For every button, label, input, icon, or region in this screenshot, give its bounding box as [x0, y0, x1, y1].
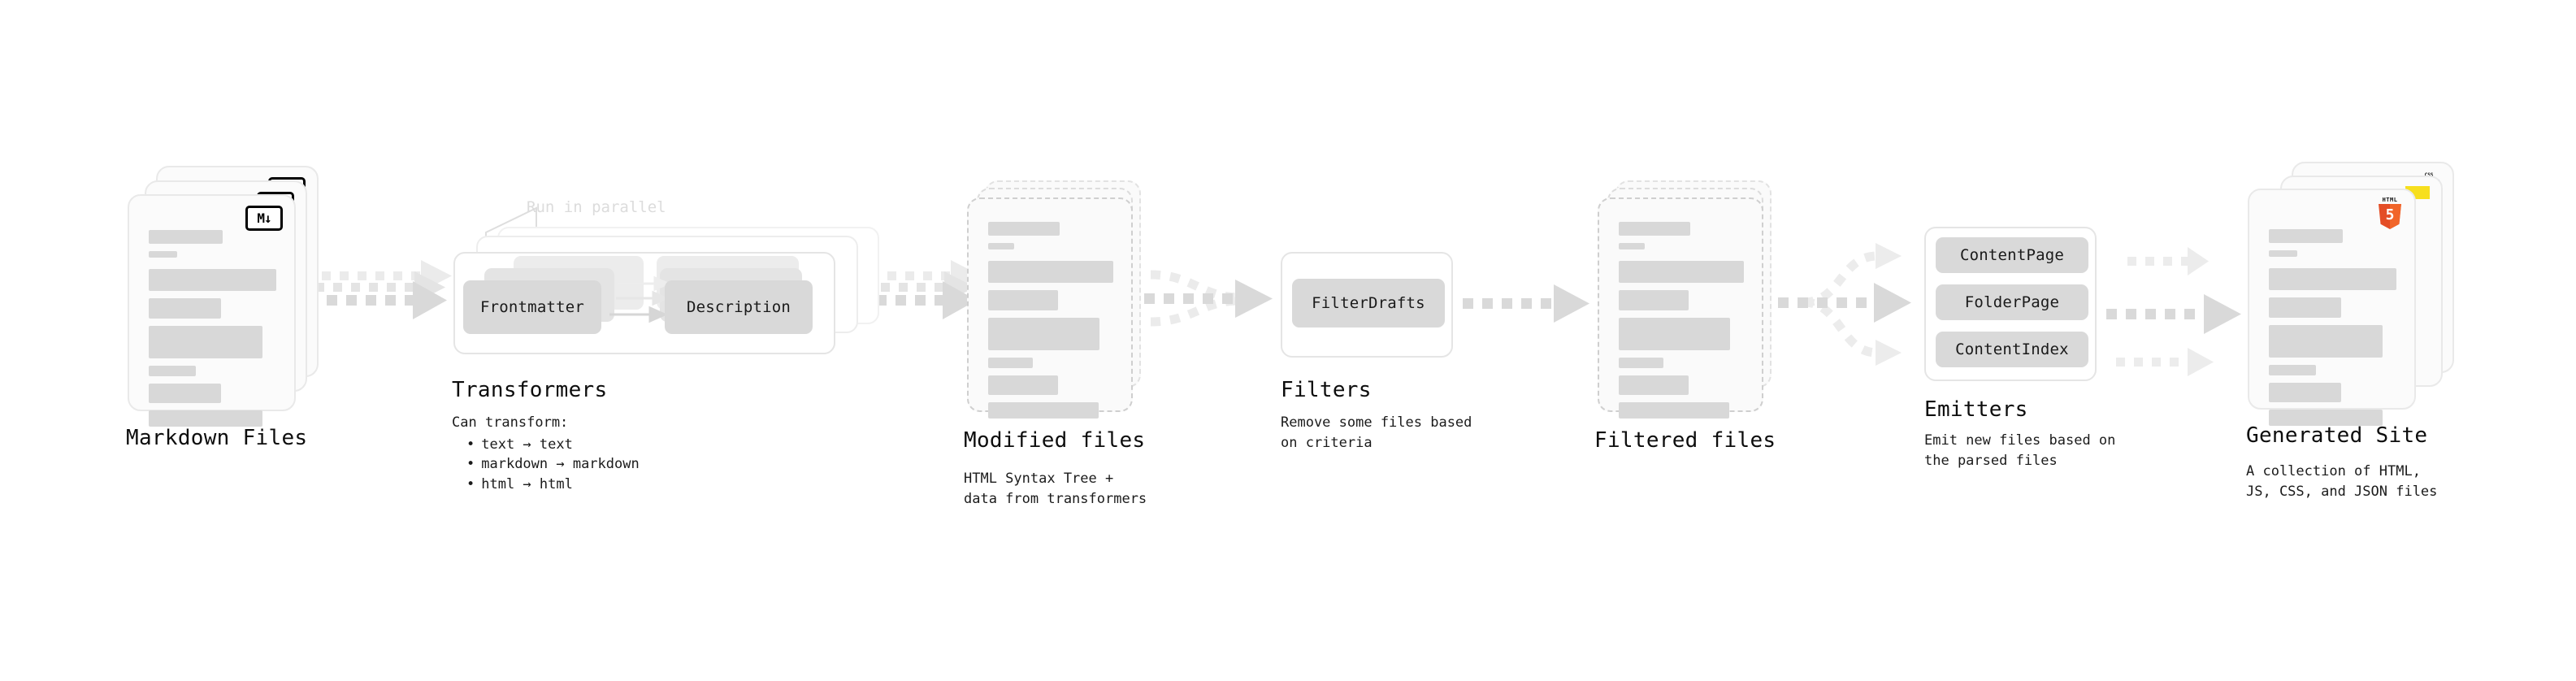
filter-chip-filterdrafts[interactable]: FilterDrafts — [1292, 279, 1445, 327]
skeleton-bar — [149, 230, 223, 244]
emitter-chip-contentpage[interactable]: ContentPage — [1936, 237, 2088, 273]
css-badge-label: CSS — [2425, 173, 2434, 178]
connector-filtered-to-emitters — [1778, 243, 1911, 366]
file-skeleton — [2269, 229, 2396, 433]
modified-file-card-front — [967, 197, 1133, 419]
file-skeleton — [1619, 222, 1744, 426]
skeleton-bar — [2269, 268, 2396, 290]
run-in-parallel-label: Run in parallel — [527, 198, 666, 216]
skeleton-bar — [1619, 402, 1729, 419]
stage-description-emitters: Emit new files based on the parsed files — [1924, 432, 2116, 469]
transformers-bullet: text → text — [466, 435, 640, 455]
skeleton-bar — [1619, 318, 1731, 350]
skeleton-bar — [149, 410, 262, 427]
transformers-desc-lead: Can transform: — [452, 414, 569, 431]
stage-description-modified-files: HTML Syntax Tree + data from transformer… — [964, 471, 1147, 507]
file-skeleton — [149, 230, 276, 434]
filtered-file-card-front — [1598, 197, 1763, 419]
transformers-bullet: html → html — [466, 475, 640, 495]
skeleton-bar — [149, 298, 222, 319]
skeleton-bar — [988, 243, 1015, 249]
markdown-file-card-front: M↓ — [128, 194, 296, 427]
skeleton-bar — [149, 384, 222, 403]
html5-badge-shield: 5 — [2379, 204, 2401, 229]
skeleton-bar — [988, 290, 1059, 310]
connector-emitters-to-site — [2106, 247, 2241, 376]
skeleton-bar — [149, 269, 276, 291]
transformer-chip-description[interactable]: Description — [665, 280, 813, 334]
stage-description-filters: Remove some files based on criteria — [1281, 414, 1472, 451]
skeleton-bar — [1619, 222, 1690, 236]
transformers-description: Can transform: text → text markdown → ma… — [452, 413, 640, 495]
emitter-chip-folderpage[interactable]: FolderPage — [1936, 284, 2088, 320]
transformer-internal-arrows — [609, 275, 671, 323]
transformer-chip-frontmatter[interactable]: Frontmatter — [463, 280, 601, 334]
skeleton-bar — [988, 402, 1099, 419]
emitter-chip-contentindex[interactable]: ContentIndex — [1936, 332, 2088, 367]
stage-title-filtered-files: Filtered files — [1594, 428, 1776, 453]
skeleton-bar — [1619, 358, 1664, 368]
stage-title-markdown-files: Markdown Files — [126, 426, 308, 450]
skeleton-bar — [988, 318, 1100, 350]
skeleton-bar — [988, 261, 1113, 283]
transformers-bullet: markdown → markdown — [466, 454, 639, 475]
stage-title-filters: Filters — [1281, 378, 1372, 402]
skeleton-bar — [149, 326, 262, 358]
file-skeleton — [988, 222, 1113, 426]
skeleton-bar — [1619, 261, 1744, 283]
skeleton-bar — [149, 251, 177, 258]
skeleton-bar — [149, 366, 197, 376]
skeleton-bar — [1619, 243, 1646, 249]
skeleton-bar — [1619, 290, 1689, 310]
stage-title-modified-files: Modified files — [964, 428, 1146, 453]
skeleton-bar — [2269, 383, 2342, 402]
connector-modified-to-filters — [1144, 270, 1273, 327]
html5-badge-icon: HTML 5 — [2376, 197, 2404, 230]
stage-title-emitters: Emitters — [1924, 397, 2028, 422]
skeleton-bar — [2269, 297, 2342, 318]
skeleton-bar — [988, 358, 1034, 368]
skeleton-bar — [1619, 375, 1689, 395]
stage-title-transformers: Transformers — [452, 378, 608, 402]
markdown-badge-icon: M↓ — [245, 206, 283, 231]
skeleton-bar — [988, 222, 1060, 236]
generated-site-card-html: HTML 5 — [2248, 189, 2416, 426]
skeleton-bar — [2269, 365, 2317, 375]
html5-badge-number: 5 — [2385, 206, 2395, 223]
connector-markdown-to-transformers — [307, 260, 452, 319]
html5-badge-label: HTML — [2382, 197, 2398, 203]
connector-filters-to-filtered — [1463, 284, 1589, 323]
skeleton-bar — [2269, 410, 2383, 426]
skeleton-bar — [2269, 229, 2344, 243]
skeleton-bar — [2269, 325, 2383, 358]
skeleton-bar — [2269, 250, 2297, 257]
skeleton-bar — [988, 375, 1059, 395]
stage-title-generated-site: Generated Site — [2246, 423, 2428, 448]
stage-description-generated-site: A collection of HTML, JS, CSS, and JSON … — [2246, 463, 2438, 500]
